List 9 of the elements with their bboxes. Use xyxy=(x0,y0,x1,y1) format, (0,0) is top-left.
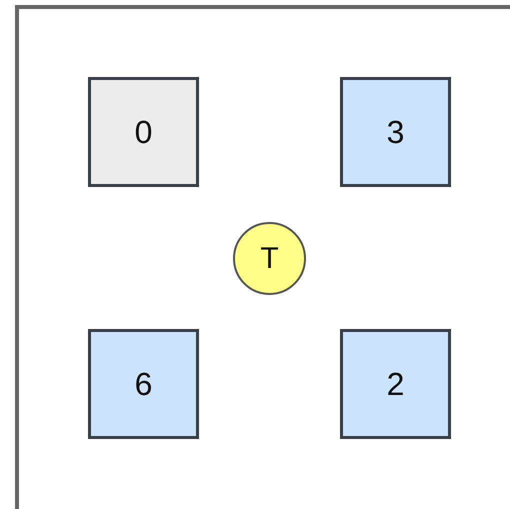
node-label: 0 xyxy=(134,114,152,150)
node-label: 2 xyxy=(386,366,404,402)
node-label: T xyxy=(260,242,279,276)
square-box xyxy=(340,77,451,187)
square-box xyxy=(88,329,199,439)
node-label: 3 xyxy=(386,114,404,150)
square-box xyxy=(340,329,451,439)
node-label: 6 xyxy=(134,366,152,402)
square-box xyxy=(88,77,199,187)
